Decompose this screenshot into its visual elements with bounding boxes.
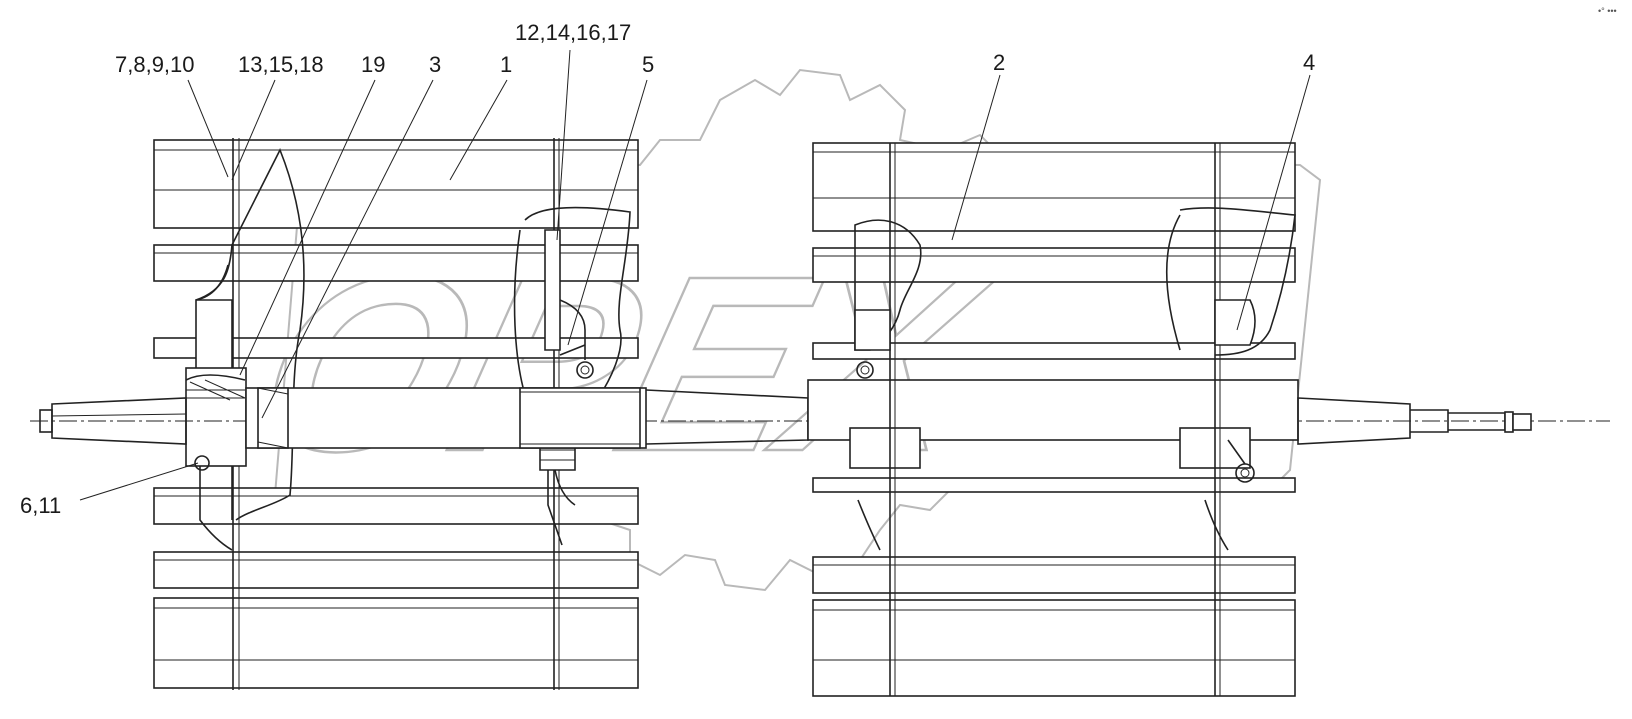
callout-19: 19	[361, 52, 385, 77]
corner-mark: •° •••	[1598, 6, 1617, 16]
callout-12-14-16-17: 12,14,16,17	[515, 20, 631, 45]
callout-7-8-9-10: 7,8,9,10	[115, 52, 195, 77]
roller-section-1	[153, 138, 639, 690]
callout-5: 5	[642, 52, 654, 77]
callout-4: 4	[1303, 50, 1315, 75]
roller-section-2	[812, 142, 1296, 697]
callout-3: 3	[429, 52, 441, 77]
leader-lines	[79, 49, 1311, 501]
callout-1: 1	[500, 52, 512, 77]
callout-labels: 7,8,9,10 13,15,18 19 3 1 12,14,16,17 5 2…	[20, 6, 1617, 518]
callout-2: 2	[993, 50, 1005, 75]
callout-13-15-18: 13,15,18	[238, 52, 324, 77]
callout-6-11: 6,11	[20, 493, 61, 518]
